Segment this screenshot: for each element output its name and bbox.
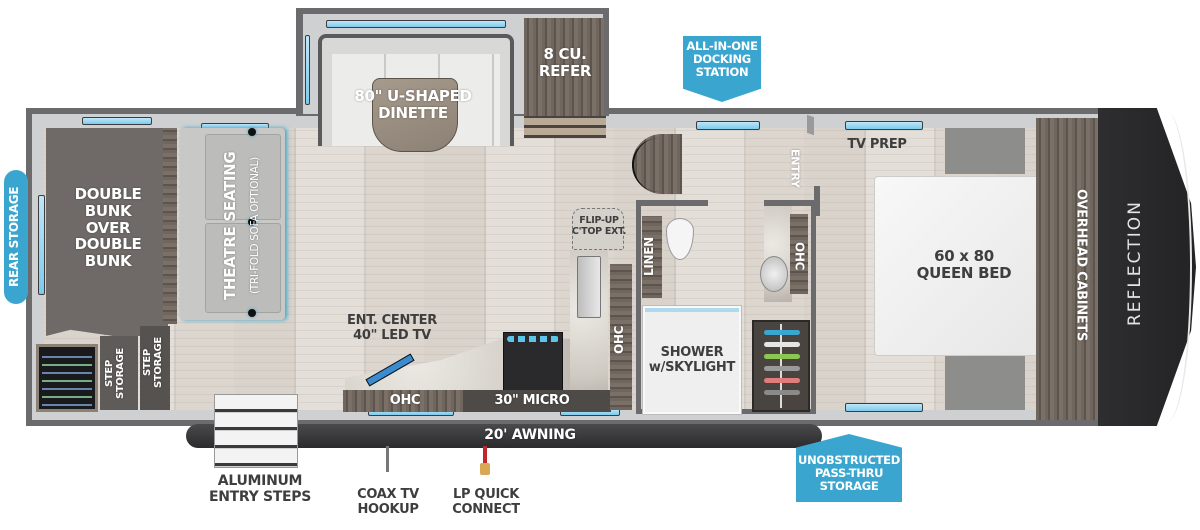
docking-station-callout: [683, 36, 761, 102]
lp-connect-label: LP QUICK CONNECT: [452, 487, 520, 517]
rear-top-window: [82, 117, 152, 125]
tv-prep-label: TV PREP: [847, 137, 907, 152]
brand-logo: REFLECTION: [1125, 200, 1145, 326]
slideout-window: [326, 20, 506, 28]
hanger-icon: [764, 342, 800, 347]
entry-steps-label: ALUMINUM ENTRY STEPS: [208, 473, 312, 505]
cupholder-icon: [248, 218, 256, 226]
hanger-icon: [764, 390, 800, 395]
bath-sink: [760, 256, 788, 292]
entry-door-frame: [814, 186, 820, 216]
micro-label: 30" MICRO: [494, 393, 570, 408]
hanger-icon: [764, 366, 800, 371]
lp-connect-icon: [483, 446, 487, 464]
aluminum-entry-steps: [214, 394, 298, 468]
pass-thru-storage-callout: [796, 434, 902, 502]
entry-label: ENTRY: [788, 148, 802, 188]
dinette-table: [372, 78, 458, 152]
nightstand-top: [945, 128, 1025, 174]
bath-top-wall-right: [764, 200, 816, 206]
ohc-bath-label: OHC: [792, 241, 807, 271]
theatre-seating-label: THEATRE SEATING: [221, 151, 239, 301]
bunk-ladder: [163, 128, 177, 324]
micro-cabinet: [463, 390, 611, 412]
queen-bed: [874, 176, 1054, 356]
entry-wall-post: [807, 114, 814, 136]
flip-up-extension: [572, 208, 624, 250]
rear-storage-callout: [4, 170, 28, 304]
cupholder-icon: [248, 128, 256, 136]
stove-burners: [507, 336, 559, 342]
kitchen-sink: [577, 256, 601, 318]
ohc-kitchen-label: OHC: [389, 393, 421, 408]
linen-label: LINEN: [642, 237, 656, 277]
coax-label: COAX TV HOOKUP: [357, 487, 419, 517]
shower-label: SHOWER w/SKYLIGHT: [648, 345, 736, 375]
galley-top-window: [696, 121, 760, 130]
refer-drawers: [524, 116, 606, 138]
overhead-cabinets-label: OVERHEAD CABINETS: [1073, 188, 1089, 342]
cupholder-icon: [248, 309, 256, 317]
rear-side-window: [38, 195, 45, 295]
flip-up-label: FLIP-UP C'TOP EXT.: [571, 215, 627, 237]
theatre-seat-1: [205, 134, 281, 220]
nightstand-bottom: [945, 356, 1025, 410]
awning-label: 20' AWNING: [484, 427, 576, 443]
step-storage-2: [140, 326, 170, 410]
hanger-icon: [764, 330, 800, 335]
step-storage-2-label: STEP STORAGE: [142, 337, 165, 389]
bath-ohc: [790, 214, 808, 294]
rear-storage-label: REAR STORAGE: [7, 186, 21, 288]
pantry-door-arc: [632, 138, 662, 192]
linen-closet: [642, 216, 662, 298]
kitchen-ohc: [343, 390, 463, 412]
bunk-mattress: [46, 128, 168, 336]
hanger-icon: [764, 378, 800, 383]
refer-label: 8 CU. REFER: [538, 45, 592, 80]
step-storage-1-label: STEP STORAGE: [104, 348, 127, 400]
lp-connect-fitting-icon: [480, 463, 490, 475]
refrigerator: [524, 18, 604, 116]
bunks-label: DOUBLE BUNK OVER DOUBLE BUNK: [74, 185, 142, 271]
theatre-seating-note: (TRI-FOLD SOFA OPTIONAL): [249, 157, 261, 295]
slideout-side-window: [305, 35, 310, 105]
bedroom-top-window: [845, 121, 923, 130]
bath-top-wall-left: [636, 200, 708, 206]
shower: [642, 305, 742, 415]
step-storage-1: [100, 336, 138, 410]
cubby-items: [42, 350, 92, 406]
docking-station-label: ALL-IN-ONE DOCKING STATION: [686, 39, 758, 79]
theatre-seat-2: [205, 223, 281, 313]
front-cap-accent: [1150, 112, 1192, 422]
coax-hookup-icon: [386, 446, 389, 472]
pass-thru-storage-label: UNOBSTRUCTED PASS-THRU STORAGE: [798, 453, 900, 493]
ohc-galley-label: OHC: [612, 325, 626, 355]
ent-center-label: ENT. CENTER 40" LED TV: [347, 313, 437, 343]
dinette-label: 80" U-SHAPED DINETTE: [354, 87, 472, 122]
galley-ohc: [610, 264, 632, 410]
queen-bed-label: 60 x 80 QUEEN BED: [916, 247, 1012, 282]
overhead-cabinets: [1036, 118, 1098, 420]
hanger-icon: [764, 354, 800, 359]
bedroom-bottom-window: [845, 403, 923, 412]
range-stove: [503, 332, 563, 398]
